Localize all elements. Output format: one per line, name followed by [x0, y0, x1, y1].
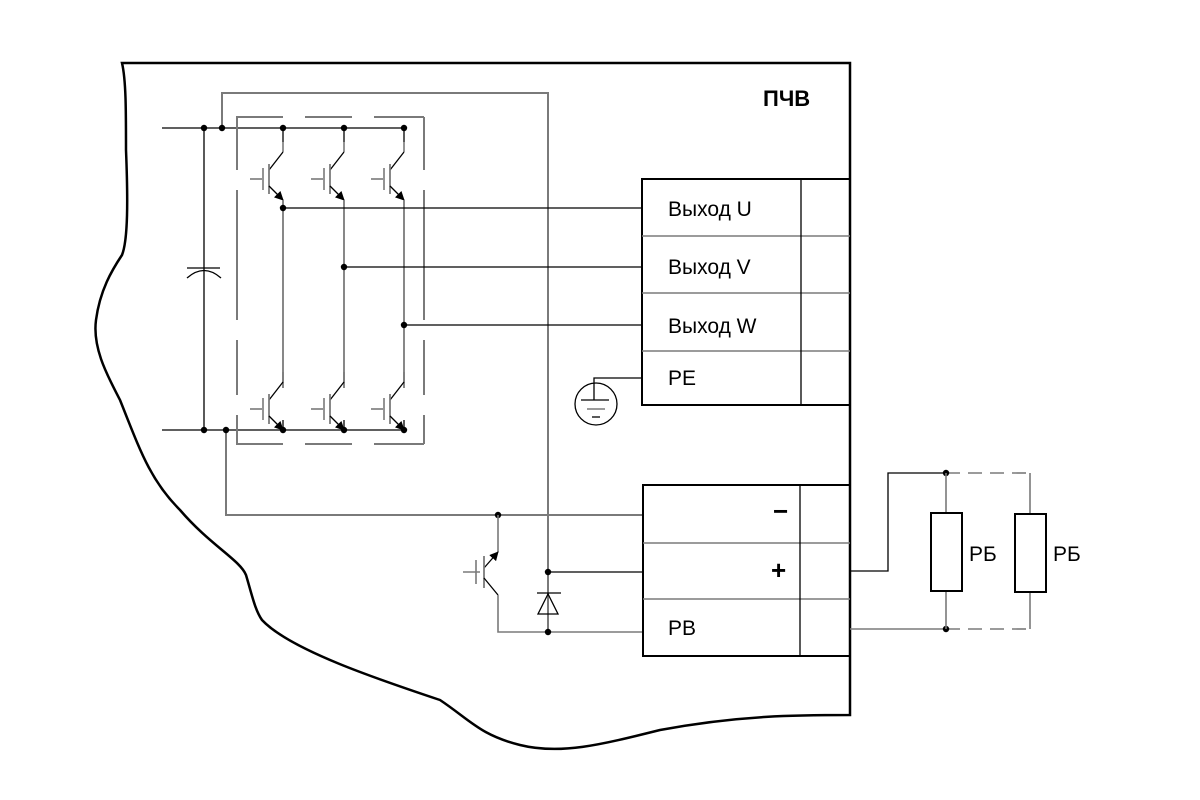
brake-resistor-1-label: РБ — [969, 543, 997, 566]
diode-icon — [536, 568, 642, 636]
brake-igbt-icon — [463, 511, 642, 633]
terminal-pe: PE — [668, 367, 696, 390]
terminal-output-w: Выход W — [668, 315, 757, 338]
terminal-pb: PB — [668, 617, 696, 640]
brake-resistor-network — [850, 469, 1031, 633]
igbt-high-2-icon — [311, 142, 345, 201]
igbt-module-frame — [236, 116, 425, 445]
phase-leg-2 — [311, 124, 348, 434]
igbt-high-1-icon — [250, 142, 284, 201]
igbt-low-1-icon — [250, 372, 284, 431]
igbt-high-3-icon — [371, 142, 405, 201]
brake-resistor-2-label: РБ — [1053, 543, 1081, 566]
capacitor-icon — [186, 267, 222, 279]
brake-resistor-1-icon — [930, 512, 963, 592]
device-title: ПЧВ — [763, 86, 810, 111]
terminal-plus: + — [771, 555, 786, 585]
phase-leg-3 — [371, 124, 408, 434]
dc-positive-to-brake-wire — [221, 92, 549, 632]
dc-negative-to-terminal-wire — [225, 430, 642, 516]
brake-terminal-block: − + PB — [642, 484, 851, 657]
terminal-output-v: Выход V — [668, 256, 751, 279]
output-terminal-block: Выход U Выход V Выход W PE — [641, 178, 851, 406]
device-outline — [94, 61, 852, 751]
igbt-low-2-icon — [311, 372, 345, 431]
brake-resistor-2-icon — [1014, 513, 1047, 593]
igbt-low-3-icon — [371, 372, 405, 431]
phase-leg-1 — [250, 124, 287, 434]
terminal-minus: − — [773, 496, 788, 526]
terminal-output-u: Выход U — [668, 198, 752, 221]
ground-icon — [574, 377, 642, 426]
